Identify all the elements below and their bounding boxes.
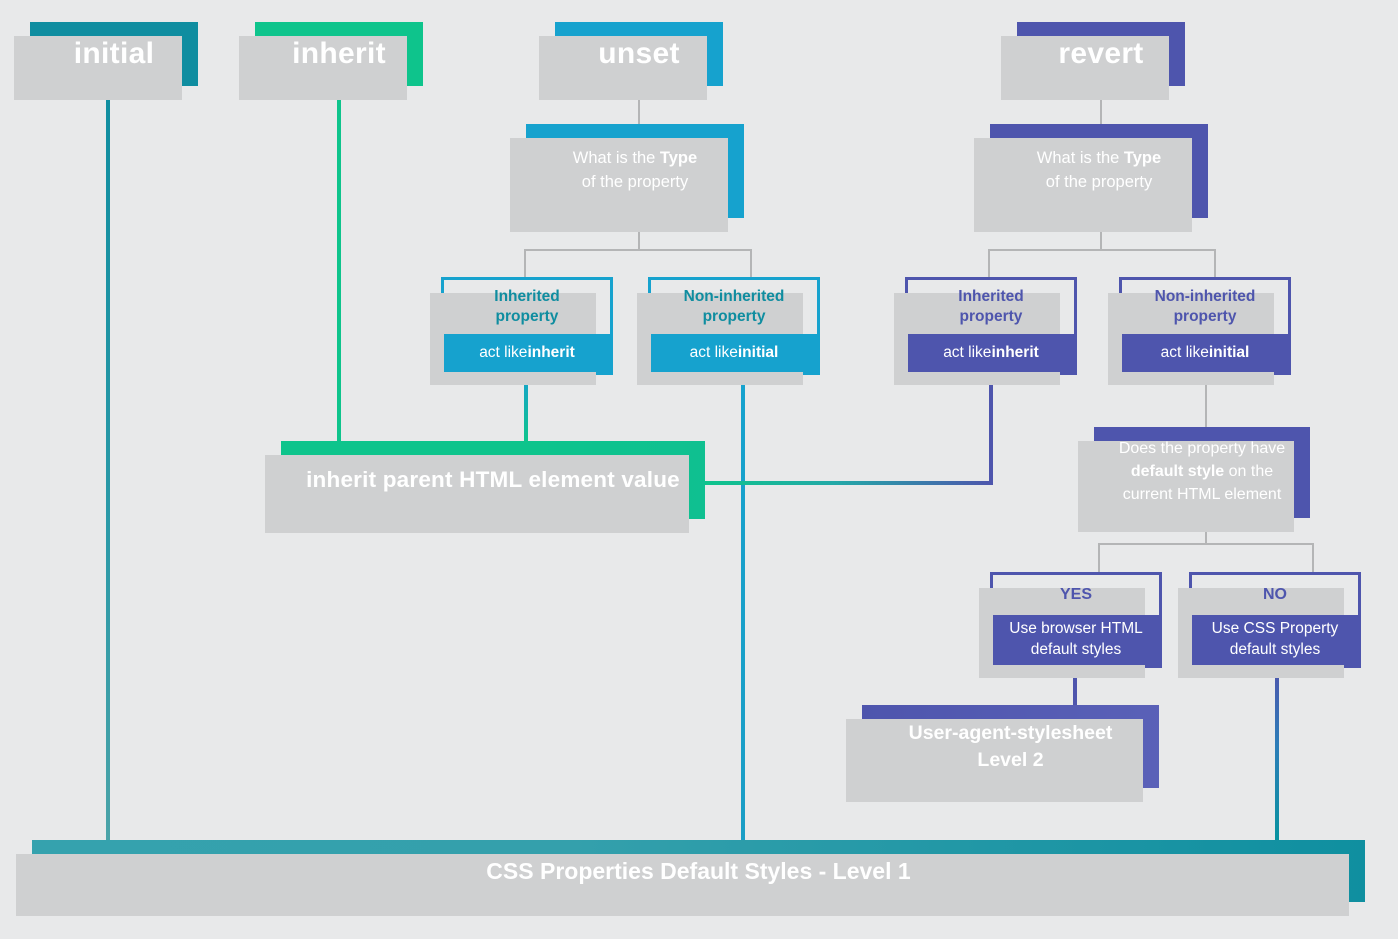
revert-noninherited-body-pre: act like	[1160, 343, 1209, 361]
default-style-line2: default style on the	[1131, 461, 1273, 484]
node-inherit-result[interactable]: inherit parent HTML element value	[265, 441, 705, 533]
node-unset-label: unset	[598, 37, 680, 70]
connector-revert-question-down	[1100, 218, 1102, 250]
unset-question-line1: What is the Type	[573, 147, 697, 171]
connector-revert-inherited-to-result	[705, 481, 993, 485]
revert-noninherited-body-strong: initial	[1208, 343, 1250, 361]
ua-line2: Level 2	[977, 748, 1044, 771]
node-revert-question[interactable]: What is the Type of the property	[974, 124, 1208, 232]
revert-inherited-body-pre: act like	[943, 343, 992, 361]
node-initial-label: initial	[73, 37, 155, 70]
connector-unset-bus-right	[750, 249, 752, 277]
node-inherit[interactable]: inherit	[239, 22, 423, 100]
connector-yesno-bus	[1098, 543, 1314, 545]
default-style-line2-post: on the	[1224, 463, 1274, 481]
bottom-bar-label: CSS Properties Default Styles - Level 1	[486, 857, 911, 884]
connector-unset-bus	[524, 249, 752, 251]
node-inherit-label: inherit	[292, 37, 386, 70]
default-style-line3: current HTML element	[1122, 485, 1282, 503]
node-revert[interactable]: revert	[1001, 22, 1185, 100]
connector-revert-bus-right	[1214, 249, 1216, 277]
connector-initial-to-bottom	[106, 86, 110, 840]
node-bottom-bar[interactable]: CSS Properties Default Styles - Level 1	[16, 840, 1365, 916]
node-revert-label: revert	[1058, 37, 1144, 70]
connector-unset-noninherited-to-bottom	[741, 375, 745, 840]
unset-inherited-body-strong: inherit	[527, 343, 575, 361]
connector-unset-inherited-to-result	[524, 375, 528, 441]
connector-yesno-bus-left	[1098, 543, 1100, 572]
unset-inherited-body: act like inherit	[444, 334, 610, 372]
connector-unset-question-down	[638, 218, 640, 250]
yes-head-label: YES	[1059, 585, 1092, 603]
connector-noninherited-to-defaultstyle	[1205, 375, 1207, 427]
revert-question-line1-strong: Type	[1123, 149, 1162, 168]
node-default-style-question[interactable]: Does the property have default style on …	[1078, 427, 1310, 532]
revert-question-line1-pre: What is the	[1036, 149, 1124, 168]
connector-revert-to-question	[1100, 86, 1102, 124]
yes-head: YES	[993, 575, 1159, 615]
node-initial[interactable]: initial	[14, 22, 198, 100]
connector-yesno-bus-right	[1312, 543, 1314, 572]
revert-question-line1: What is the Type	[1037, 147, 1161, 171]
node-user-agent-stylesheet[interactable]: User-agent-stylesheet Level 2	[846, 705, 1159, 802]
revert-inherited-body-strong: inherit	[991, 343, 1039, 361]
no-head-label: NO	[1263, 585, 1287, 603]
connector-unset-bus-left	[524, 249, 526, 277]
no-head: NO	[1192, 575, 1358, 615]
connector-revert-bus-left	[988, 249, 990, 277]
node-unset-question[interactable]: What is the Type of the property	[510, 124, 744, 232]
connector-no-to-bottom	[1275, 668, 1279, 840]
connector-inherit-to-result	[337, 86, 341, 441]
connector-revert-inherited-down	[989, 375, 993, 485]
unset-noninherited-body: act like initial	[651, 334, 817, 372]
connector-yes-to-useragent	[1073, 668, 1077, 705]
connector-unset-to-question	[638, 86, 640, 124]
unset-question-line1-pre: What is the	[572, 149, 660, 168]
ua-line1: User-agent-stylesheet	[908, 722, 1113, 745]
unset-noninherited-body-strong: initial	[737, 343, 779, 361]
unset-inherited-body-pre: act like	[479, 343, 528, 361]
default-style-line1: Does the property have	[1118, 440, 1286, 458]
revert-question-line2: of the property	[1045, 173, 1153, 191]
revert-noninherited-body: act like initial	[1122, 334, 1288, 372]
unset-question-line1-strong: Type	[659, 149, 698, 168]
revert-inherited-body: act like inherit	[908, 334, 1074, 372]
node-unset[interactable]: unset	[539, 22, 723, 100]
connector-revert-bus	[988, 249, 1216, 251]
unset-noninherited-body-pre: act like	[689, 343, 738, 361]
inherit-result-label: inherit parent HTML element value	[306, 467, 680, 492]
default-style-line2-strong: default style	[1130, 463, 1225, 481]
unset-question-line2: of the property	[581, 173, 689, 191]
